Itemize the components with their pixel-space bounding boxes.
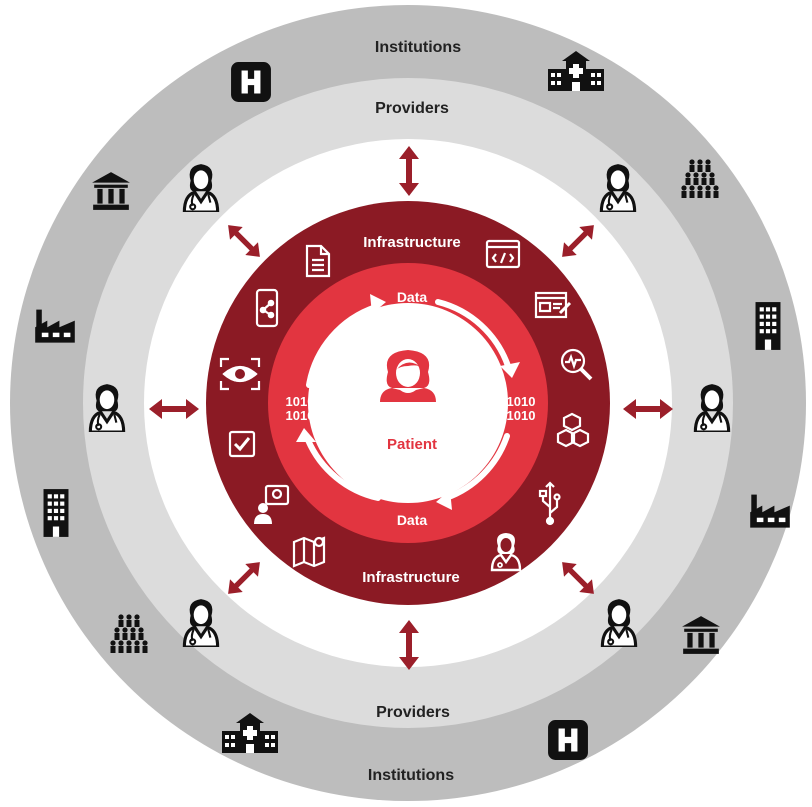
mobile-network-icon — [255, 288, 279, 328]
infrastructure-label-bottom: Infrastructure — [362, 569, 460, 586]
doctor-icon — [490, 533, 522, 572]
document-icon — [305, 244, 331, 278]
institutions-label-bottom: Institutions — [368, 767, 454, 784]
usb-icon — [538, 481, 561, 526]
cycle-arrow-upper-left — [306, 304, 379, 388]
cycle-arrow-lower-right — [443, 433, 510, 501]
data-label-bottom: Data — [397, 512, 428, 528]
hospital-h-icon — [231, 62, 271, 102]
providers-label-top: Providers — [375, 100, 449, 117]
cycle-arrow-upper-right — [435, 299, 511, 369]
eye-scan-icon — [219, 357, 261, 391]
map-icon — [292, 536, 326, 568]
patient-label: Patient — [387, 436, 437, 453]
patient-core — [308, 303, 508, 503]
binary-right-1: 1010 — [507, 394, 536, 409]
office-building-icon — [43, 489, 69, 537]
binary-left-1: 1010 — [286, 394, 315, 409]
code-window-icon — [485, 239, 521, 269]
infrastructure-label-top: Infrastructure — [363, 234, 461, 251]
binary-left-2: 1010 — [286, 408, 315, 423]
institutions-label-top: Institutions — [375, 39, 461, 56]
blocks-network-icon — [556, 412, 590, 448]
providers-label-bottom: Providers — [376, 704, 450, 721]
cycle-arrow-lower-left — [305, 437, 381, 501]
idea-person-icon — [254, 484, 290, 524]
hospital-h-icon — [548, 720, 588, 760]
patient-icon — [380, 350, 436, 402]
office-building-icon — [755, 302, 781, 350]
data-cycle-arrows — [305, 299, 511, 501]
binary-right-2: 1010 — [507, 408, 536, 423]
analytics-search-icon — [560, 348, 593, 381]
web-form-icon — [534, 291, 572, 319]
cycle-arrowheads — [296, 294, 520, 510]
data-label-top: Data — [397, 289, 428, 305]
checkbox-icon — [228, 430, 256, 458]
